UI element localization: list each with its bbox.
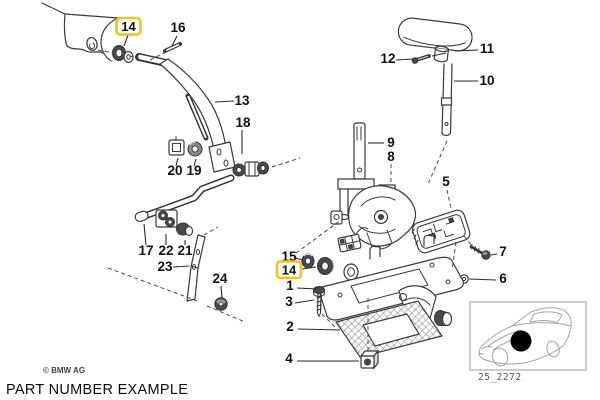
callout-1[interactable]: 1 — [286, 278, 294, 293]
bracket-23-drawing — [186, 234, 206, 302]
highlighted-callout-14-top[interactable]: 14 — [115, 16, 142, 36]
knob-11-drawing — [397, 17, 473, 63]
shifter-housing-drawing — [330, 185, 417, 253]
page-caption: PART NUMBER EXAMPLE — [6, 382, 188, 398]
selector-rod-drawing — [134, 174, 235, 223]
callout-4[interactable]: 4 — [285, 351, 293, 366]
callout-22[interactable]: 22 — [158, 243, 173, 258]
bushing-19-drawing — [187, 141, 203, 157]
callout-14-right: 14 — [282, 263, 297, 278]
screw-12-drawing — [411, 52, 447, 64]
callout-19[interactable]: 19 — [186, 163, 201, 178]
clamp-20-drawing — [168, 136, 185, 156]
highlight-box-top — [115, 16, 142, 36]
joint-18-drawing — [232, 161, 269, 177]
car-outline-sketch — [478, 307, 572, 367]
insulation-mat-2-drawing — [335, 300, 443, 358]
body-panel-drawing — [41, 2, 119, 62]
callout-16[interactable]: 16 — [170, 20, 186, 35]
callout-17[interactable]: 17 — [138, 243, 153, 258]
washer-15-drawing — [301, 253, 315, 269]
base-plate-1-drawing — [317, 234, 464, 321]
callout-13[interactable]: 13 — [234, 93, 250, 108]
callout-21[interactable]: 21 — [177, 243, 193, 258]
callout-leaders — [143, 35, 498, 362]
nut-24-drawing — [214, 297, 228, 311]
callout-14-top: 14 — [121, 19, 136, 34]
clamp-22-drawing — [155, 209, 178, 228]
inset-code: 25_2272 — [478, 372, 522, 383]
grommet-4-drawing — [360, 349, 379, 370]
pin-16-drawing — [163, 42, 182, 54]
pivot-collar-drawing — [343, 263, 359, 281]
callout-10[interactable]: 10 — [479, 73, 494, 88]
roller-drawing — [434, 310, 453, 327]
callout-9[interactable]: 9 — [387, 135, 395, 150]
callouts: 14 16 13 18 20 19 17 22 21 23 24 12 11 1… — [115, 16, 507, 366]
callout-11[interactable]: 11 — [480, 41, 495, 56]
shaft-10-drawing — [440, 63, 453, 136]
bushing-21-drawing — [176, 222, 194, 237]
copyright-notice: © BMW AG — [43, 366, 85, 375]
indicator-panel-5-drawing — [411, 209, 471, 254]
part-location-dot — [510, 330, 532, 352]
callout-2[interactable]: 2 — [286, 319, 294, 334]
callout-5[interactable]: 5 — [442, 174, 450, 189]
callout-8[interactable]: 8 — [387, 149, 395, 164]
bushing-14-right-drawing — [317, 257, 334, 275]
callout-18[interactable]: 18 — [235, 115, 251, 130]
screw-3-drawing — [313, 286, 325, 317]
lever-13-drawing — [135, 53, 236, 173]
car-location-inset: 25_2272 — [469, 301, 587, 383]
highlight-box-right — [275, 260, 303, 280]
callout-24[interactable]: 24 — [212, 271, 228, 286]
highlighted-callout-14-right[interactable]: 14 — [275, 260, 303, 280]
alignment-dashes — [97, 49, 473, 352]
callout-3[interactable]: 3 — [285, 294, 293, 309]
screw-7-drawing — [469, 244, 491, 260]
callout-12[interactable]: 12 — [380, 51, 395, 66]
callout-6[interactable]: 6 — [499, 271, 507, 286]
callout-23[interactable]: 23 — [157, 259, 173, 274]
bushing-14-top-drawing — [112, 34, 134, 64]
lever-9-drawing — [337, 122, 375, 221]
callout-20[interactable]: 20 — [167, 163, 182, 178]
callout-7[interactable]: 7 — [499, 244, 507, 259]
